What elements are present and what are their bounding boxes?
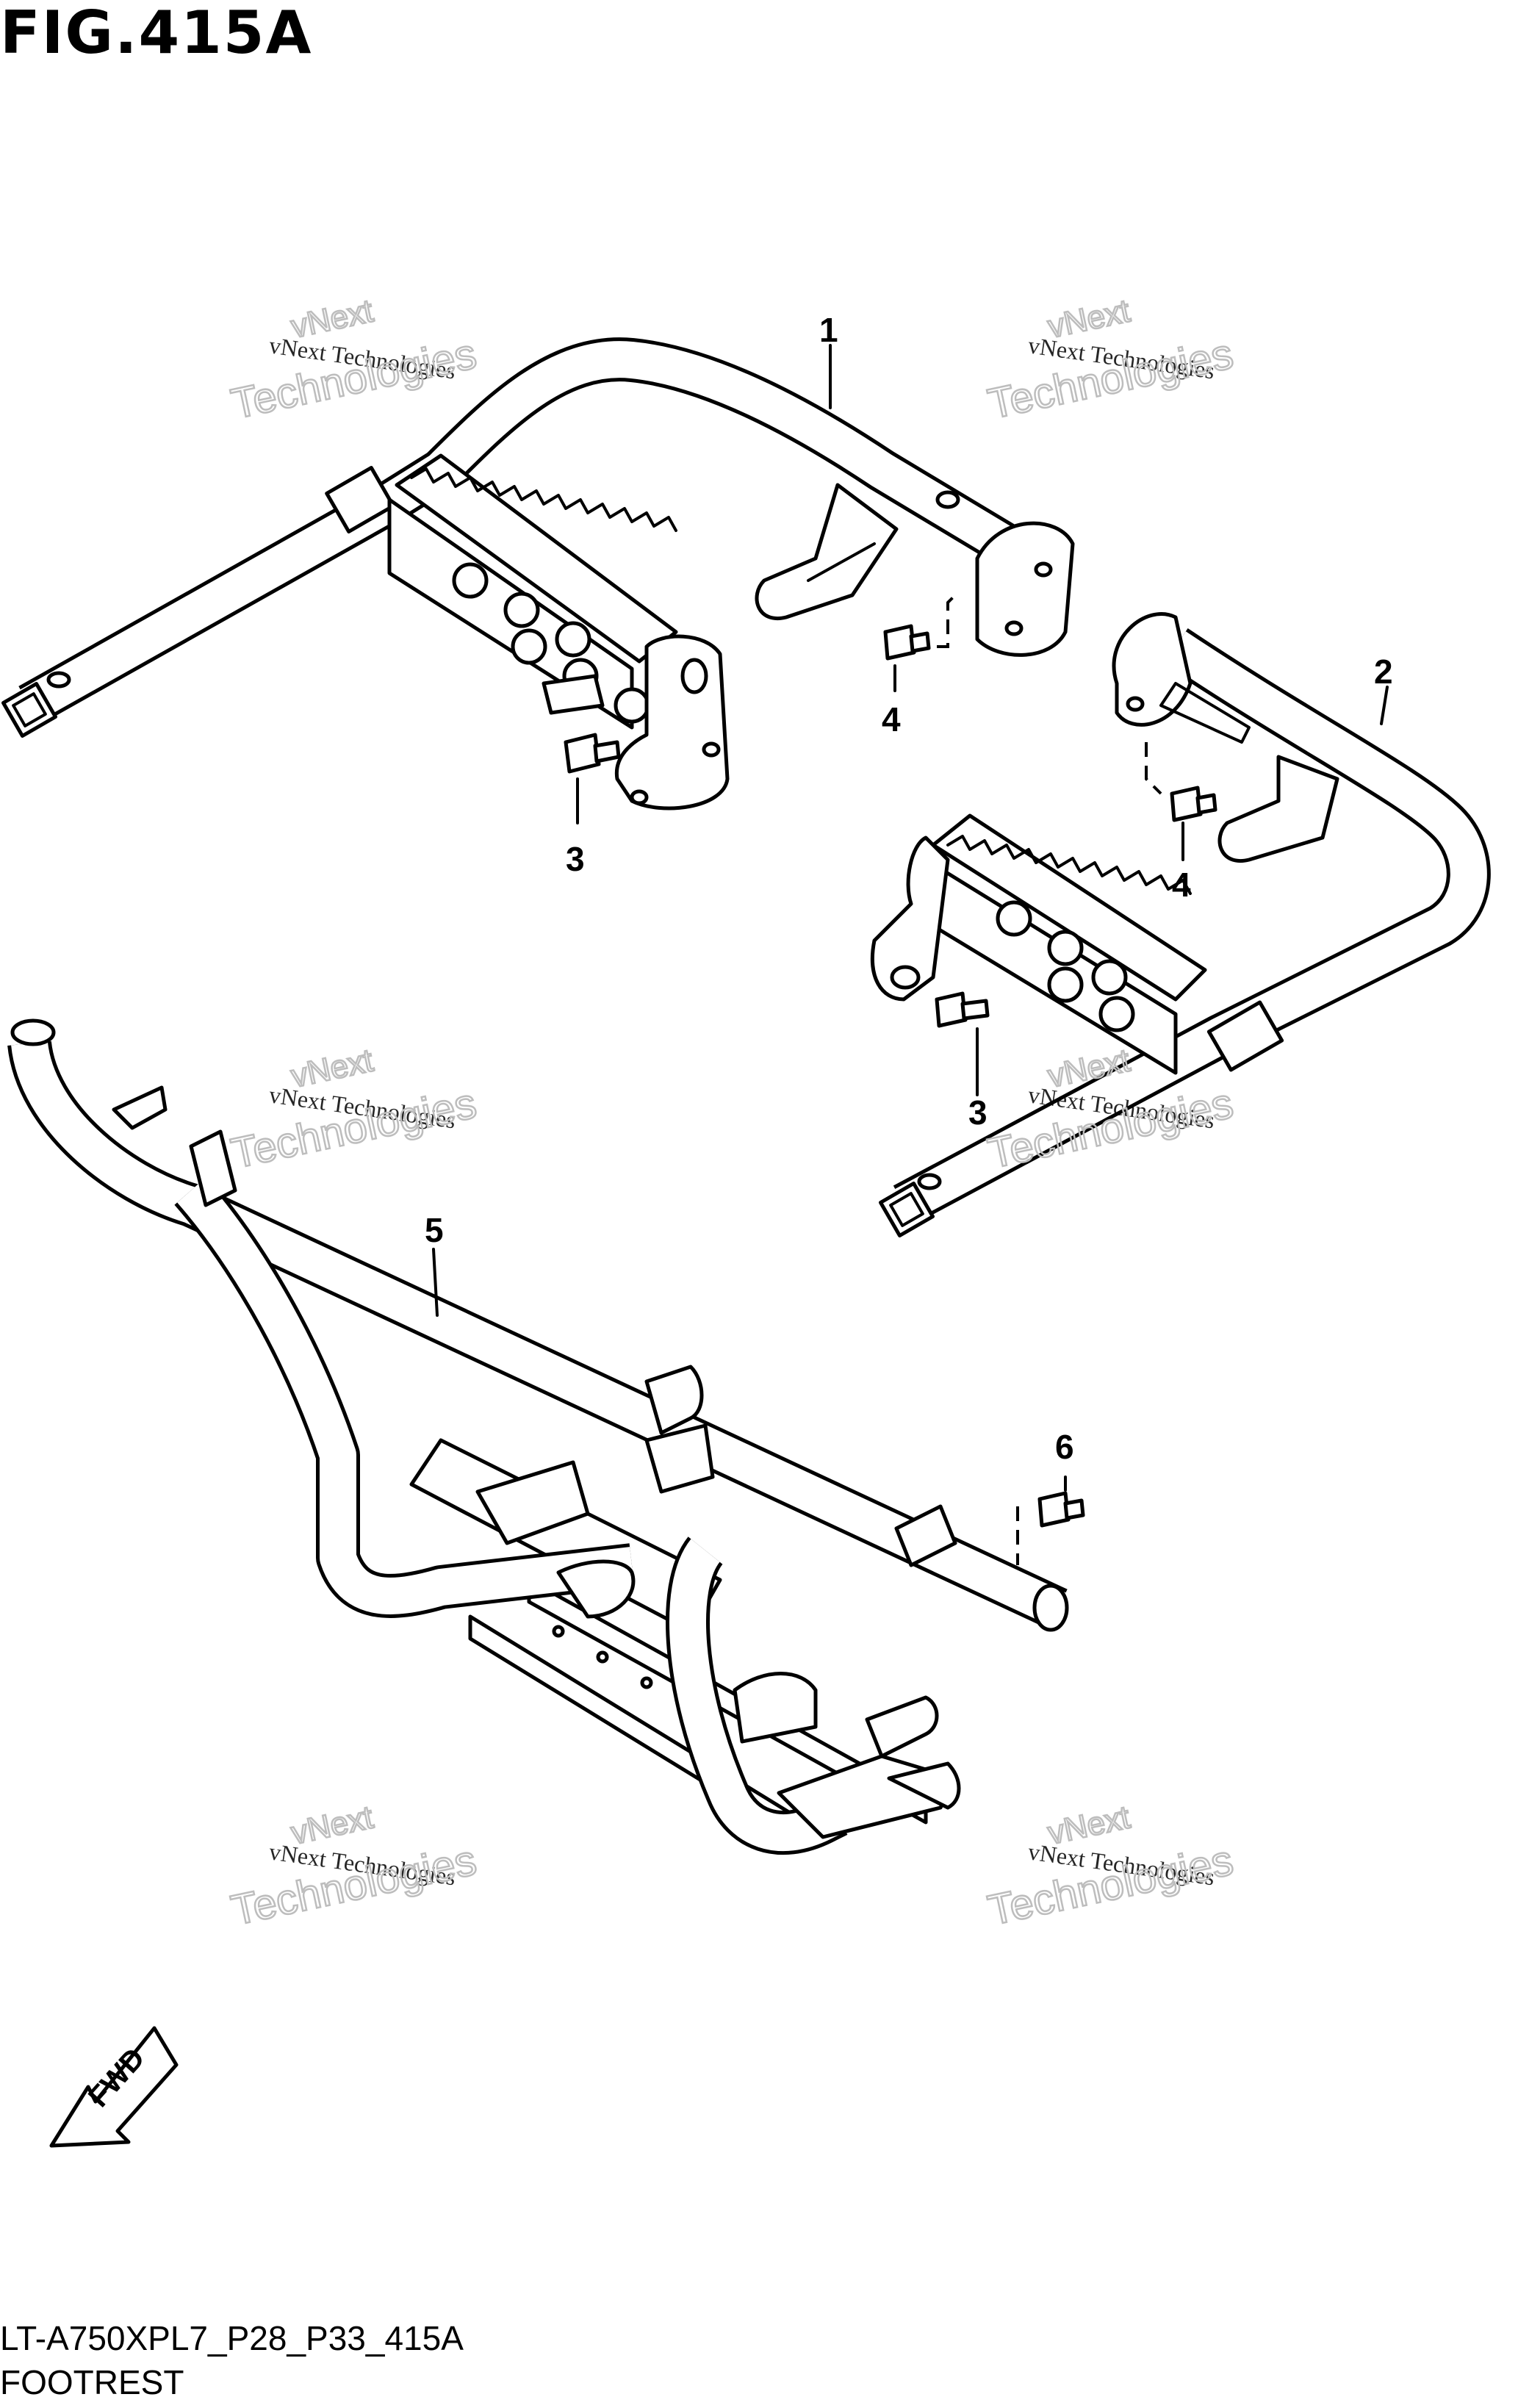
part-name: FOOTREST <box>0 2363 184 2401</box>
fwd-arrow-icon: FWD <box>49 2026 179 2148</box>
part-2-footrest-right <box>870 612 1491 1238</box>
bolt-3-right <box>935 991 990 1096</box>
figure-title: FIG.415A <box>0 0 313 67</box>
callout-3-left: 3 <box>566 840 585 878</box>
bolt-4-right <box>1145 742 1217 861</box>
watermark-top-left: vNext vNext Technologies Technologies <box>226 292 481 429</box>
watermark-mid-left: vNext vNext Technologies Technologies <box>226 1041 481 1179</box>
bolt-4-left <box>883 594 957 692</box>
part-5-guard <box>7 1018 1069 1855</box>
callout-4-right: 4 <box>1172 866 1191 904</box>
callout-5: 5 <box>425 1211 444 1249</box>
callout-2: 2 <box>1374 653 1393 691</box>
bolt-6 <box>1016 1476 1085 1565</box>
callout-6: 6 <box>1055 1428 1074 1466</box>
bolt-3-left <box>564 733 621 824</box>
watermark-bottom-right: vNext vNext Technologies Technologies <box>983 1798 1238 1936</box>
watermark-bottom-left: vNext vNext Technologies Technologies <box>226 1798 481 1936</box>
model-code: LT-A750XPL7_P28_P33_415A <box>0 2319 464 2357</box>
part-1-footrest-left <box>1 337 1075 811</box>
leader-lines <box>432 344 1389 1317</box>
watermark-top-right: vNext vNext Technologies Technologies <box>983 292 1238 429</box>
callout-3-right: 3 <box>968 1093 988 1132</box>
callout-1: 1 <box>819 311 838 349</box>
callout-4-left: 4 <box>882 700 901 738</box>
